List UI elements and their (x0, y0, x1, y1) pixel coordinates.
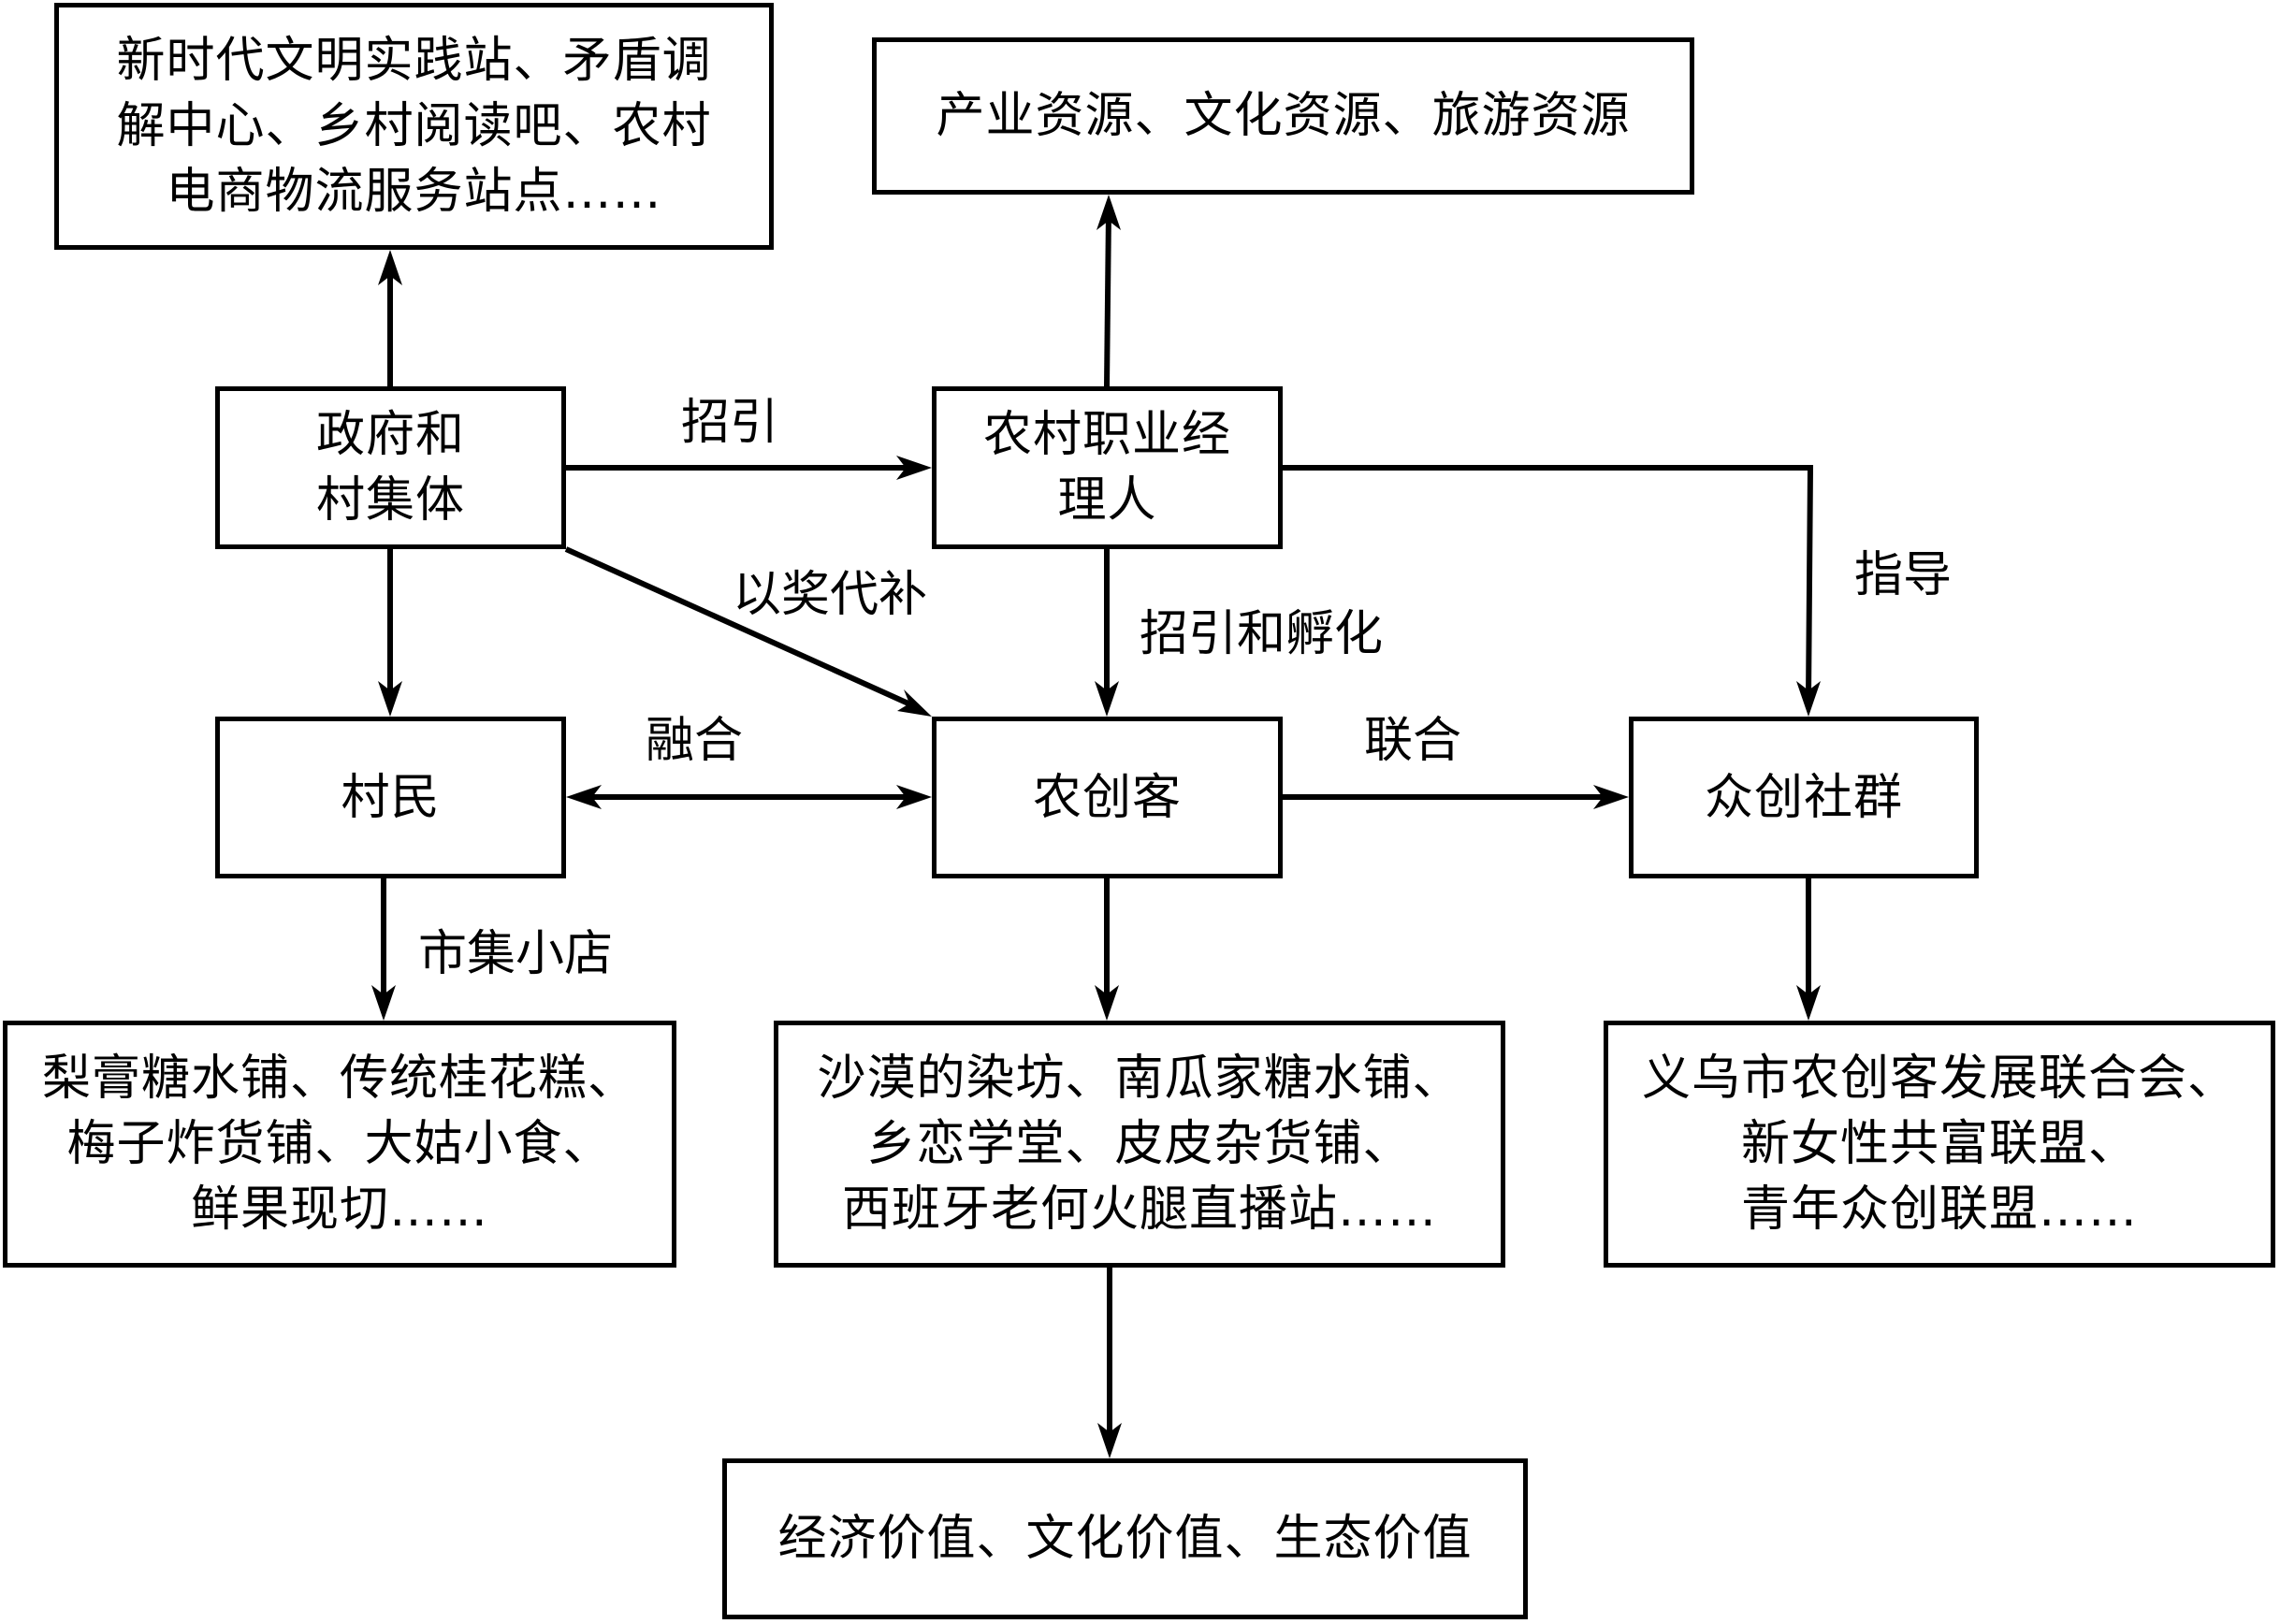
arrowhead-diag-makers (897, 689, 932, 717)
arrowhead-up-resources (1096, 195, 1121, 230)
arrowhead-down-makers (1095, 681, 1119, 717)
edge-label-recruit-incubate: 招引和孵化 (1140, 606, 1384, 662)
node-agri-makers-text: 农创客 (1032, 769, 1182, 826)
node-community: 众创社群 (1629, 717, 1979, 878)
arrow-manager-to-resources (1104, 210, 1111, 387)
node-shops: 梨膏糖水铺、传统桂花糕、 梅子炸货铺、大姑小食、 鲜果现切…… (3, 1021, 676, 1268)
arrowhead-right-makers (896, 785, 932, 809)
node-community-text: 众创社群 (1704, 769, 1903, 826)
arrowhead-up-facilities (378, 250, 402, 285)
arrowhead-down-projects (1095, 985, 1119, 1021)
arrowhead-down-community (1796, 681, 1821, 717)
edge-label-unite: 联合 (1364, 713, 1462, 769)
node-resources: 产业资源、文化资源、旅游资源 (872, 37, 1694, 195)
arrow-manager-to-community (1283, 465, 1814, 701)
node-villagers-text: 村民 (341, 769, 441, 826)
edge-label-guide: 指导 (1854, 547, 1953, 603)
node-alliances: 义乌市农创客发展联合会、 新女性共富联盟、 青年众创联盟…… (1604, 1021, 2275, 1268)
node-shops-text: 梨膏糖水铺、传统桂花糕、 梅子炸货铺、大姑小食、 鲜果现切…… (41, 1051, 637, 1238)
arrowhead-down-alliances (1796, 985, 1821, 1021)
node-manager: 农村职业经 理人 (932, 386, 1283, 549)
node-maker-projects-text: 沙漠的染坊、南瓜家糖水铺、 乡恋学堂、皮皮杂货铺、 西班牙老何火腿直播站…… (817, 1051, 1462, 1238)
arrowhead-right-manager (896, 456, 932, 480)
node-public-facilities-text: 新时代文明实践站、矛盾调 解中心、乡村阅读吧、农村 电商物流服务站点…… (116, 33, 712, 220)
arrowhead-down-shops (371, 985, 396, 1021)
node-resources-text: 产业资源、文化资源、旅游资源 (936, 88, 1631, 144)
arrowhead-right-community (1593, 785, 1629, 809)
node-alliances-text: 义乌市农创客发展联合会、 新女性共富联盟、 青年众创联盟…… (1641, 1051, 2237, 1238)
node-public-facilities: 新时代文明实践站、矛盾调 解中心、乡村阅读吧、农村 电商物流服务站点…… (54, 3, 774, 250)
node-values-text: 经济价值、文化价值、生态价值 (777, 1511, 1473, 1567)
arrowhead-down-villagers (378, 681, 402, 717)
node-villagers: 村民 (215, 717, 566, 878)
edge-label-integrate: 融合 (646, 713, 744, 769)
node-agri-makers: 农创客 (932, 717, 1283, 878)
arrowhead-left-villagers (566, 785, 602, 809)
node-maker-projects: 沙漠的染坊、南瓜家糖水铺、 乡恋学堂、皮皮杂货铺、 西班牙老何火腿直播站…… (774, 1021, 1505, 1268)
node-government: 政府和 村集体 (215, 386, 566, 549)
edge-label-market-shops: 市集小店 (418, 926, 614, 982)
edge-label-recruit: 招引 (681, 395, 779, 451)
arrowhead-down-values (1097, 1423, 1122, 1458)
arrow-gov-to-makers (564, 546, 921, 711)
node-values: 经济价值、文化价值、生态价值 (722, 1458, 1528, 1619)
edge-label-reward: 以奖代补 (733, 567, 928, 623)
node-government-text: 政府和 村集体 (315, 407, 465, 529)
node-manager-text: 农村职业经 理人 (982, 407, 1231, 529)
